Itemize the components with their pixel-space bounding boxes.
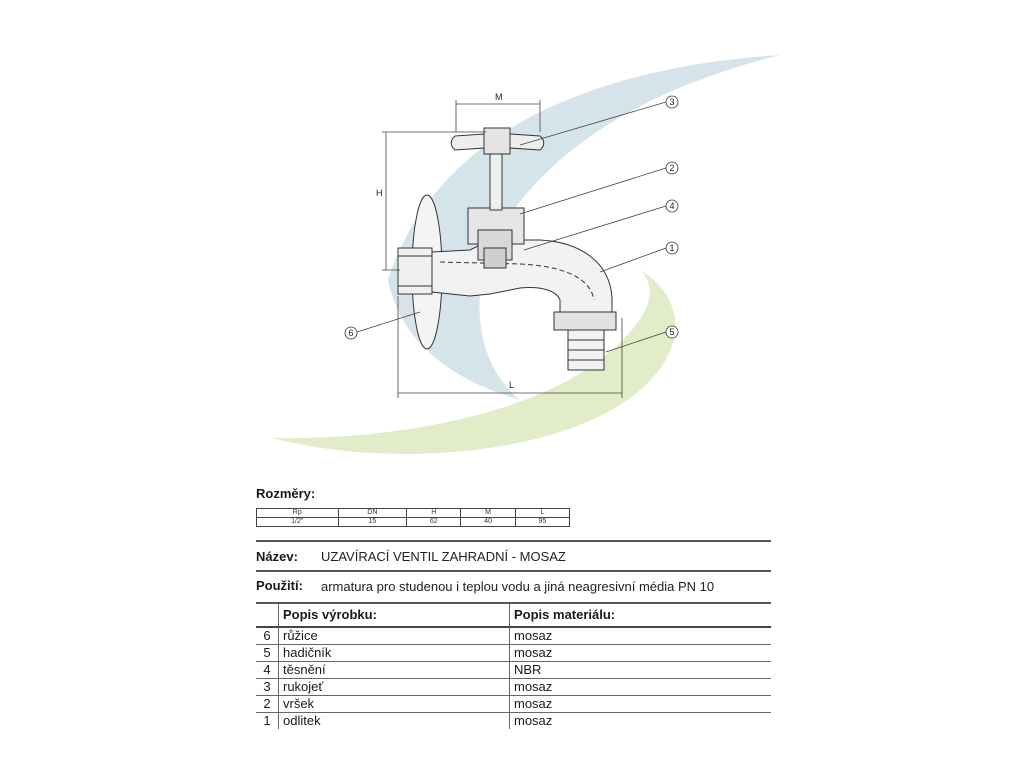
parts-table: Popis výrobku: Popis materiálu: 6 růžice…	[256, 604, 771, 729]
dim-value-l: 95	[514, 517, 571, 527]
valve-body-shape	[431, 239, 613, 317]
table-row: 2 vršek mosaz	[256, 695, 771, 713]
dim-header-m: M	[460, 508, 516, 518]
use-value: armatura pro studenou i teplou vodu a ji…	[321, 579, 715, 594]
part-number: 4	[256, 661, 279, 679]
dim-header-rp: Rp	[256, 508, 339, 518]
part-description: vršek	[278, 695, 510, 713]
dim-label-l: L	[509, 380, 514, 390]
dimensions-table: Rp DN H M L 1/2" 15 62 40 95	[256, 508, 571, 527]
dimensions-header-row: Rp DN H M L	[256, 508, 571, 518]
valve-drawing: M H L 3 2 4 1 5 6	[272, 55, 780, 454]
dim-header-dn: DN	[337, 508, 408, 518]
dim-label-h: H	[376, 188, 383, 198]
dim-value-dn: 15	[337, 517, 408, 527]
divider-top	[256, 540, 771, 542]
dim-value-h: 62	[406, 517, 462, 527]
dimensions-value-row: 1/2" 15 62 40 95	[256, 517, 571, 527]
parts-header-num	[256, 604, 279, 628]
part-material: mosaz	[509, 695, 771, 713]
part-material: mosaz	[509, 627, 771, 645]
callout-2: 2	[669, 163, 674, 173]
callout-1: 1	[669, 243, 674, 253]
dim-header-h: H	[406, 508, 462, 518]
part-material: mosaz	[514, 713, 553, 728]
callout-5: 5	[669, 327, 674, 337]
part-description: hadičník	[278, 644, 510, 662]
inlet-thread-shape	[397, 247, 433, 295]
part-description: rukojeť	[278, 678, 510, 696]
part-number: 2	[256, 695, 279, 713]
part-description: těsnění	[278, 661, 510, 679]
part-material: NBR	[509, 661, 771, 679]
table-row: 5 hadičník mosaz	[256, 644, 771, 662]
dimensions-title: Rozměry:	[256, 486, 316, 501]
part-number: 5	[256, 644, 279, 662]
table-row: 3 rukojeť mosaz	[256, 678, 771, 696]
callout-3: 3	[669, 97, 674, 107]
table-row: 4 těsnění NBR	[256, 661, 771, 679]
part-material: mosaz	[509, 678, 771, 696]
dim-value-rp: 1/2"	[256, 517, 339, 527]
part-number: 1	[256, 712, 279, 729]
table-row: 1 odlitek mosaz	[256, 712, 771, 729]
callout-4: 4	[669, 201, 674, 211]
divider-bottom	[256, 602, 771, 604]
parts-header-row: Popis výrobku: Popis materiálu:	[256, 604, 771, 628]
part-number: 3	[256, 678, 279, 696]
parts-header-desc: Popis výrobku:	[278, 604, 510, 628]
dim-header-l: L	[514, 508, 571, 518]
table-row: 6 růžice mosaz	[256, 627, 771, 645]
dim-label-m: M	[495, 92, 503, 102]
use-label: Použití:	[256, 578, 303, 593]
hose-nut-shape	[553, 311, 617, 331]
callout-6: 6	[348, 328, 353, 338]
part-description: růžice	[278, 627, 510, 645]
divider-middle	[256, 570, 771, 572]
handle-shape	[450, 133, 545, 151]
dim-value-m: 40	[460, 517, 516, 527]
name-label: Název:	[256, 549, 298, 564]
part-material: mosaz	[509, 644, 771, 662]
part-description: odlitek	[278, 712, 510, 729]
parts-header-material: Popis materiálu:	[509, 604, 771, 628]
green-swoosh-shape	[272, 270, 676, 454]
name-value: UZAVÍRACÍ VENTIL ZAHRADNÍ - MOSAZ	[321, 549, 566, 564]
part-number: 6	[256, 627, 279, 645]
blue-swoosh-shape	[388, 55, 780, 400]
